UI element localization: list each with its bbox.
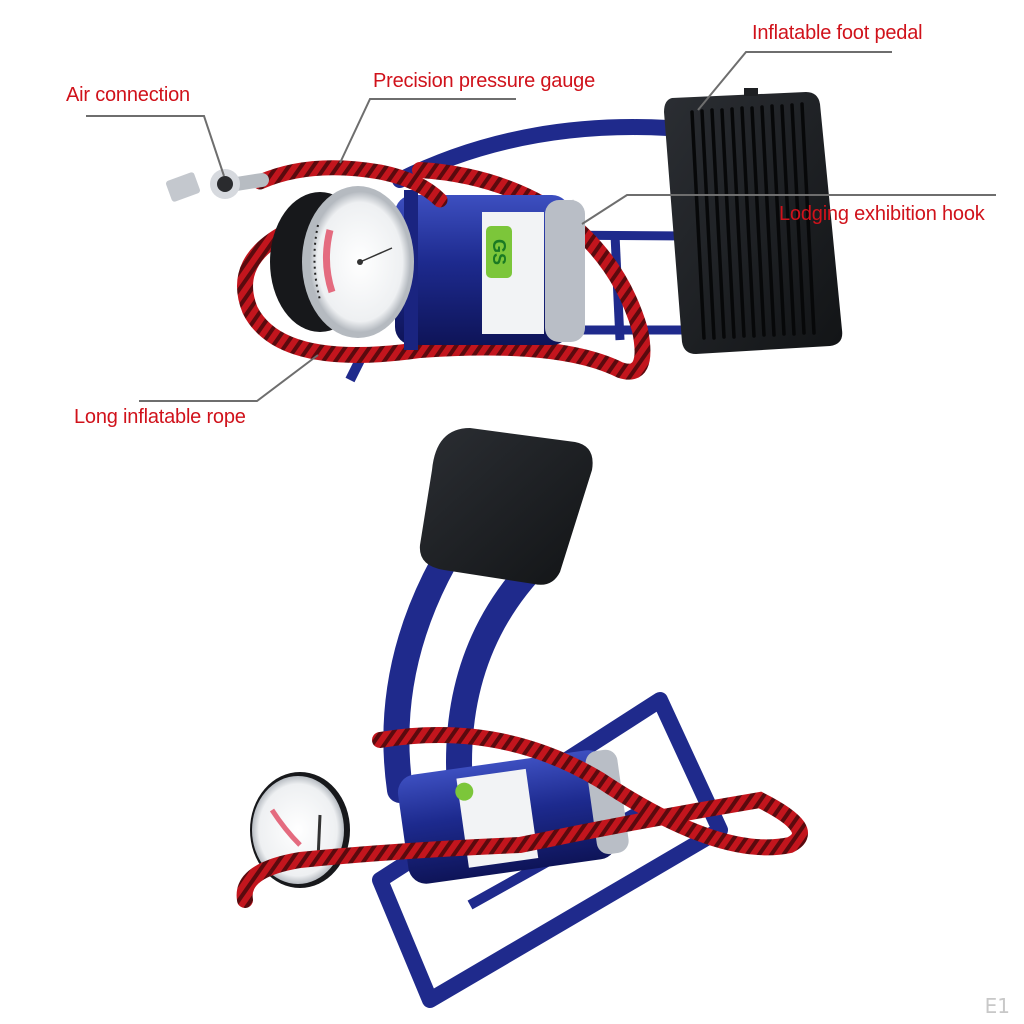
leader-foot-pedal: [697, 51, 892, 111]
air-connection-chuck: [165, 169, 240, 202]
watermark: E1: [984, 994, 1010, 1018]
label-air-connection: Air connection: [66, 84, 190, 106]
leader-pressure-gauge: [339, 98, 516, 164]
leader-lines: [86, 51, 996, 402]
top-view-foot-pedal: [664, 88, 843, 354]
label-pressure-gauge: Precision pressure gauge: [373, 70, 595, 92]
label-exhibition-hook: Lodging exhibition hook: [779, 203, 985, 225]
top-view-pump: GS: [165, 88, 843, 383]
gs-logo-text: GS: [489, 239, 509, 265]
bottom-view-foot-pedal: [419, 428, 593, 585]
leader-exhibition-hook: [581, 194, 996, 225]
label-inflatable-rope: Long inflatable rope: [74, 406, 246, 428]
leader-air-connection: [86, 115, 225, 177]
leader-inflatable-rope: [139, 354, 319, 402]
label-foot-pedal: Inflatable foot pedal: [752, 22, 923, 44]
bottom-view-pump: [236, 428, 808, 1008]
gs-logo: [486, 226, 512, 278]
